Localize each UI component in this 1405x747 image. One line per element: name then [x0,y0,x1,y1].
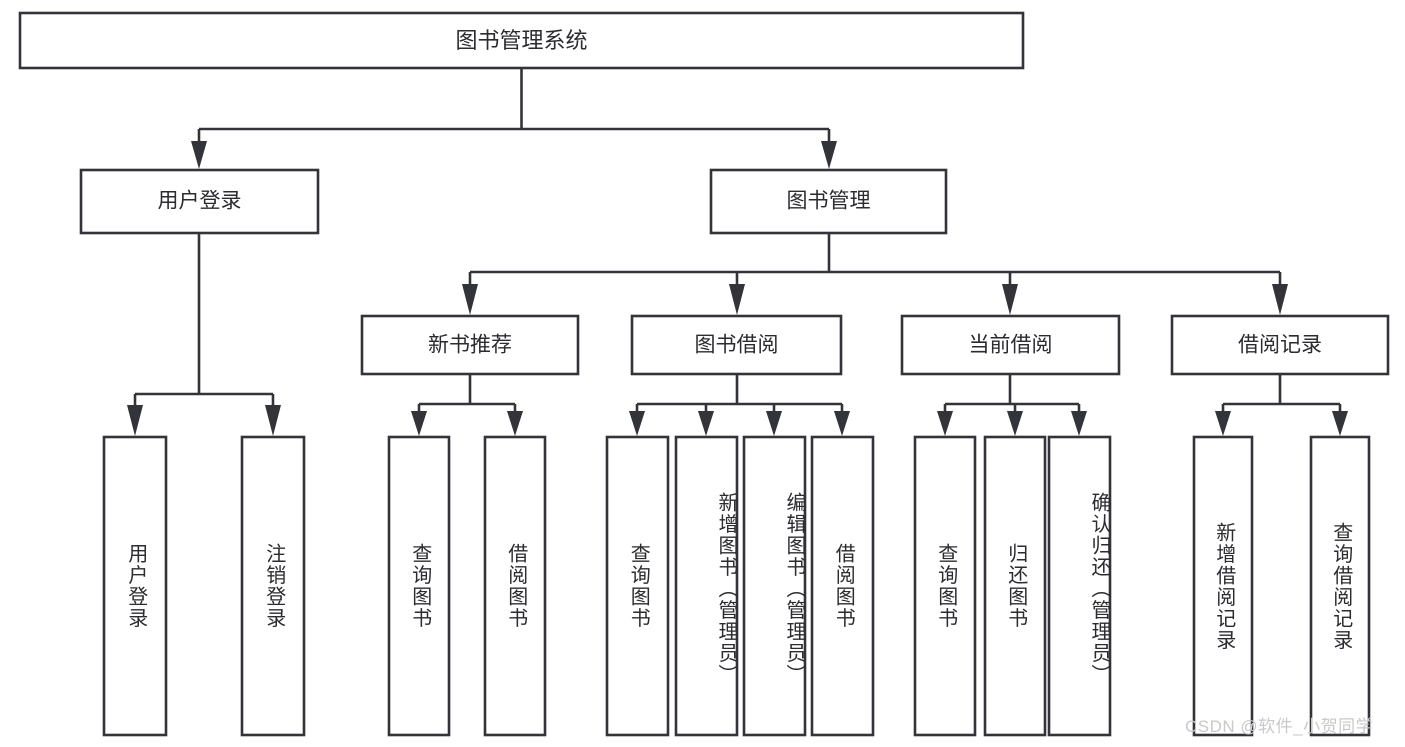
node-root[interactable]: 图书管理系统 [18,11,1025,70]
connector-layer [127,68,1348,436]
node-root-label: 图书管理系统 [455,28,587,53]
node-leaf-add-book-box[interactable] [674,435,739,737]
node-new-book-recommend[interactable]: 新书推荐 [360,314,580,376]
arrow-to-leaf-add-book-icon [698,411,714,436]
arrow-to-leaf-confirm-return-icon [1071,411,1087,436]
arrow-to-book-borrow-icon [729,284,745,315]
node-leaf-user-login-box[interactable] [102,435,168,737]
arrow-to-leaf-return-book-icon [1007,411,1023,436]
arrow-to-leaf-query-book-3-icon [937,411,953,436]
node-book-borrow[interactable]: 图书借阅 [630,314,843,376]
node-leaf-return-book-box[interactable] [983,435,1047,737]
arrow-to-borrow-record-icon [1272,284,1288,315]
arrow-to-leaf-borrow-book-1-icon [507,411,523,436]
node-leaf-logout-box[interactable] [240,435,306,737]
arrow-root-to-book-manage-icon [821,141,837,169]
node-leaf-confirm-return-box[interactable] [1047,435,1112,737]
arrow-to-leaf-query-book-2-icon [629,411,645,436]
node-book-manage[interactable]: 图书管理 [709,168,948,235]
node-current-borrow[interactable]: 当前借阅 [900,314,1121,376]
node-leaf-borrow-book-1-box[interactable] [483,435,547,737]
node-book-borrow-box[interactable] [630,314,843,376]
arrow-root-to-user-login-icon [191,141,207,169]
node-book-manage-label: 图书管理 [787,190,871,213]
node-leaf-query-book-3-box[interactable] [913,435,977,737]
node-leaf-query-record-box[interactable] [1309,435,1371,737]
node-borrow-record-box[interactable] [1170,314,1390,376]
node-borrow-record-label: 借阅记录 [1238,334,1322,357]
node-leaf-add-record-box[interactable] [1192,435,1254,737]
arrow-to-current-borrow-icon [1002,284,1018,315]
leaf-box-layer [102,435,1371,737]
node-new-book-recommend-box[interactable] [360,314,580,376]
arrow-to-leaf-query-book-1-icon [411,411,427,436]
arrow-to-leaf-logout-icon [265,405,281,436]
node-book-manage-box[interactable] [709,168,948,235]
node-leaf-query-book-1-box[interactable] [387,435,451,737]
node-new-book-recommend-label: 新书推荐 [428,334,512,357]
node-user-login-label: 用户登录 [158,190,242,213]
csdn-watermark: CSDN @软件_小贺同学 [1185,717,1374,736]
arrow-to-leaf-add-record-icon [1215,411,1231,436]
node-current-borrow-label: 当前借阅 [969,334,1053,357]
node-borrow-record[interactable]: 借阅记录 [1170,314,1390,376]
node-current-borrow-box[interactable] [900,314,1121,376]
arrow-to-leaf-edit-book-icon [766,411,782,436]
node-user-login[interactable]: 用户登录 [79,168,320,235]
node-user-login-box[interactable] [79,168,320,235]
node-book-borrow-label: 图书借阅 [695,334,779,357]
arrow-to-leaf-borrow-book-2-icon [834,411,850,436]
node-leaf-edit-book-box[interactable] [742,435,807,737]
arrow-to-leaf-user-login-icon [127,405,143,436]
node-root-box[interactable] [18,11,1025,70]
node-leaf-query-book-2-box[interactable] [605,435,670,737]
node-leaf-borrow-book-2-box[interactable] [810,435,875,737]
arrow-to-leaf-query-record-icon [1332,411,1348,436]
arrow-to-new-book-recommend-icon [462,284,478,315]
